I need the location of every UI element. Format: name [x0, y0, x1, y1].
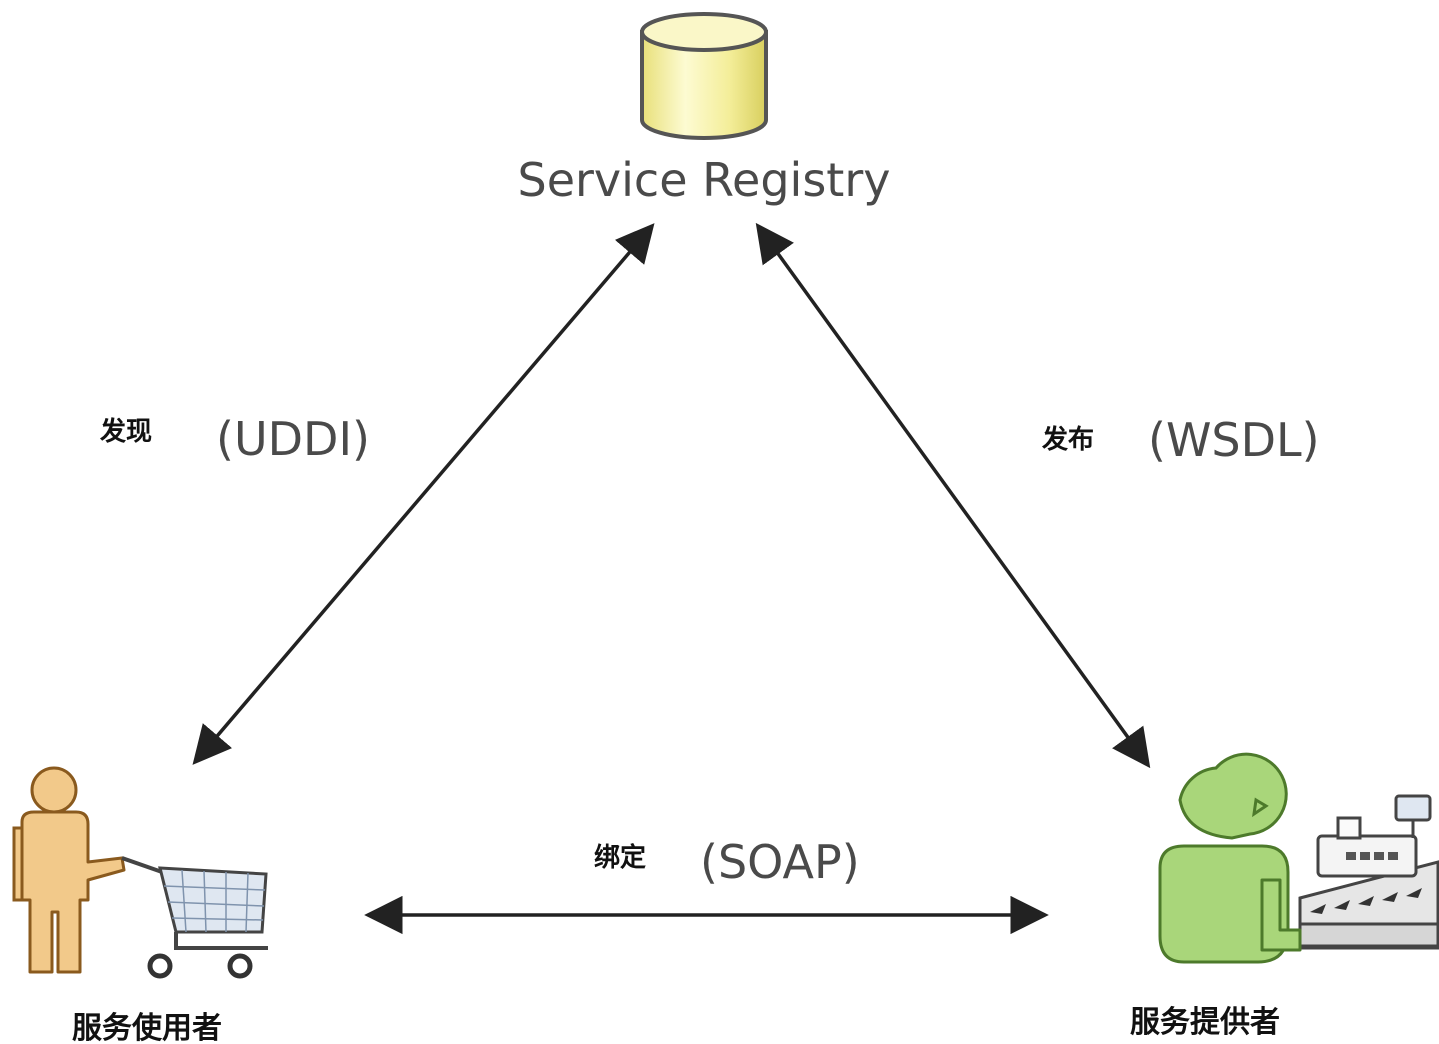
publish-edge-label: 发布 (WSDL): [1041, 413, 1320, 467]
person-with-cash-register-icon: [1158, 752, 1439, 964]
discover-arrow: [192, 223, 655, 765]
bind-edge-label: 绑定 (SOAP): [594, 835, 860, 889]
person-with-shopping-cart-icon: [12, 766, 268, 979]
service-provider-node: 服务提供者: [1130, 752, 1439, 1040]
service-registry-label: Service Registry: [518, 153, 891, 207]
service-provider-label: 服务提供者: [1130, 1005, 1280, 1040]
bind-label-en: (SOAP): [700, 835, 860, 889]
publish-label-en: (WSDL): [1148, 413, 1320, 467]
service-registry-node: Service Registry: [518, 12, 891, 207]
bind-label-cn: 绑定: [594, 842, 646, 873]
service-consumer-label: 服务使用者: [72, 1011, 222, 1044]
service-consumer-node: 服务使用者: [12, 766, 268, 1044]
discover-label-cn: 发现: [99, 416, 152, 447]
publish-label-cn: 发布: [1041, 424, 1094, 455]
discover-edge-label: 发现 (UDDI): [99, 412, 370, 466]
publish-arrow: [755, 222, 1151, 769]
database-cylinder-icon: [640, 12, 768, 140]
discover-label-en: (UDDI): [216, 412, 370, 466]
